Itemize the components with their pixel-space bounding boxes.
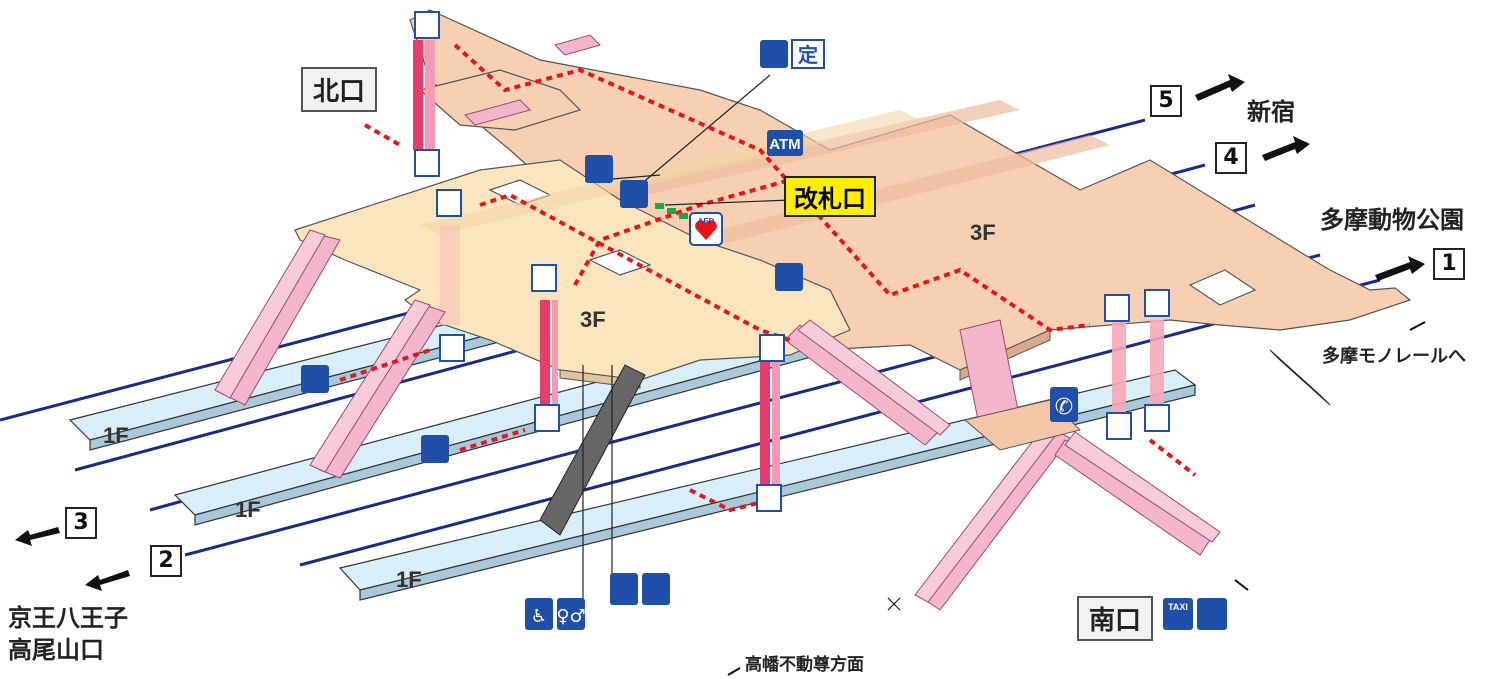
aed-icon: AED xyxy=(698,217,715,226)
commuter-pass-icon: 定 xyxy=(798,43,818,67)
south-exit-label: 南口 xyxy=(1077,596,1154,641)
floor-label-3f-west: 3F xyxy=(580,307,606,332)
taxi-icon: TAXI xyxy=(1168,602,1188,612)
escalators xyxy=(214,34,1221,611)
north-balcony xyxy=(418,69,582,131)
ticket-gate-label: 改札口 xyxy=(784,176,876,217)
wheelchair-icon: ♿ xyxy=(531,606,547,627)
direction-arrows xyxy=(15,74,1426,676)
toilet-icon: ♀♂ xyxy=(556,606,585,627)
atm-icon: ATM xyxy=(769,136,800,153)
floor-label-1f-c: 1F xyxy=(396,567,422,592)
destination-takahata-fudo: 高幡不動尊方面 xyxy=(745,655,864,675)
stairs xyxy=(539,349,1331,536)
platform-number-5: 5 xyxy=(1150,85,1182,117)
telephone-icon: ✆ xyxy=(1055,395,1073,420)
platform-number-4: 4 xyxy=(1215,142,1247,174)
platform-number-2: 2 xyxy=(150,545,182,577)
leader-lines xyxy=(582,74,901,611)
destination-keio-hachioji: 京王八王子 xyxy=(8,604,128,632)
destination-takaosanguchi: 高尾山口 xyxy=(8,636,104,664)
destination-shinjuku: 新宿 xyxy=(1247,98,1295,126)
platform-number-1: 1 xyxy=(1433,248,1465,280)
floor-label-1f-b: 1F xyxy=(235,497,261,522)
destination-tama-zoo: 多摩動物公園 xyxy=(1320,206,1464,234)
destination-monorail: 多摩モノレールへ xyxy=(1322,346,1466,367)
floor-label-1f-a: 1F xyxy=(103,423,129,448)
icons xyxy=(301,11,1227,630)
elevator-shafts xyxy=(413,40,1164,490)
floor-label-3f-east: 3F xyxy=(970,220,996,245)
ticket-gates xyxy=(655,203,688,219)
north-exit-label: 北口 xyxy=(301,67,378,112)
platform-number-3: 3 xyxy=(65,507,97,539)
